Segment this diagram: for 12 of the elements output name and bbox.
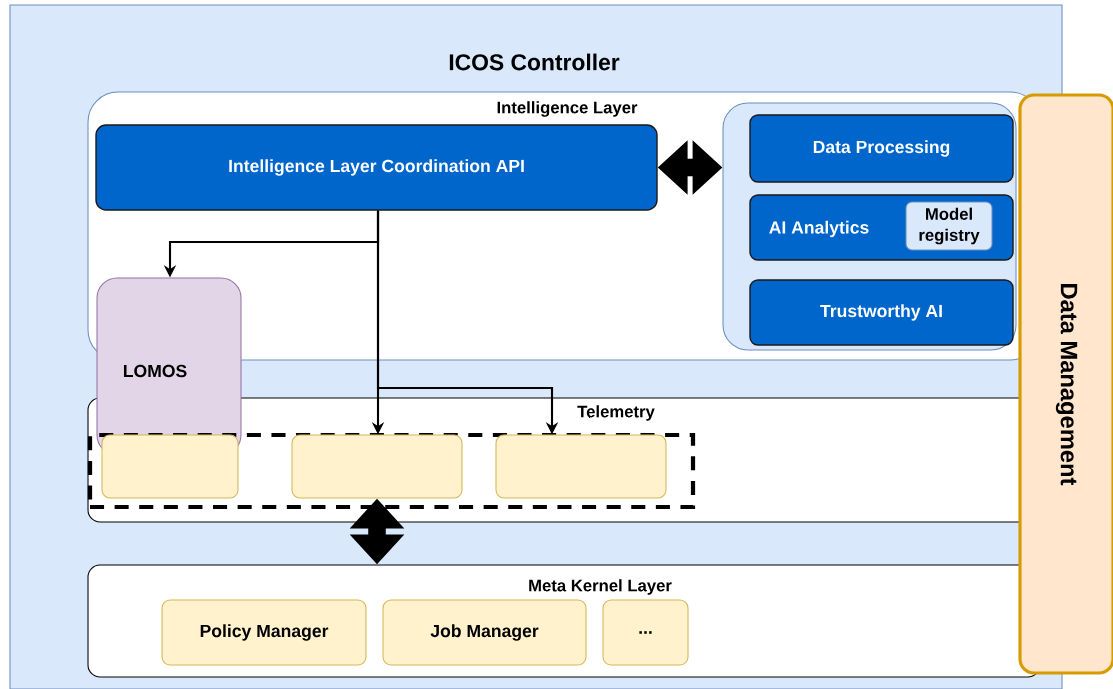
component-box bbox=[291, 434, 463, 499]
component-box: ... bbox=[602, 599, 689, 666]
dashed-group-box bbox=[87, 432, 696, 510]
api-box: Intelligence Layer Coordination API bbox=[95, 124, 658, 211]
component-box: Policy Manager bbox=[161, 599, 367, 666]
process-box: Trustworthy AI bbox=[749, 279, 1014, 346]
component-box bbox=[101, 434, 239, 499]
component-box: Job Manager bbox=[382, 599, 587, 666]
process-box: Data Processing bbox=[749, 114, 1014, 183]
registry-box: Model registry bbox=[905, 201, 993, 251]
component-box bbox=[495, 434, 667, 499]
side-panel: Data Management bbox=[1018, 93, 1113, 675]
